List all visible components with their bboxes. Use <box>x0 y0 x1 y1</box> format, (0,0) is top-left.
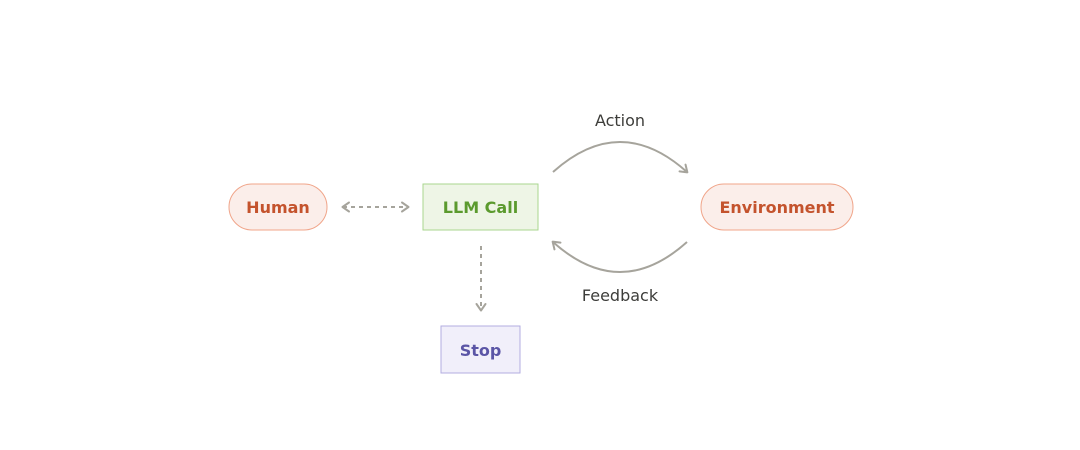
stop-node-shape <box>440 325 521 374</box>
feedback-label: Feedback <box>582 286 659 305</box>
environment-node: Environment <box>700 183 854 231</box>
llm-call-node-shape <box>422 183 539 231</box>
llm-call-node-label: LLM Call <box>443 198 518 217</box>
stop-node: Stop <box>440 325 521 374</box>
human-node: Human <box>228 183 328 231</box>
human-node-shape <box>228 183 328 231</box>
environment-node-label: Environment <box>719 198 834 217</box>
action-label: Action <box>595 111 645 130</box>
feedback-arrow <box>551 240 688 273</box>
action-arrow <box>552 141 689 174</box>
llm-call-node: LLM Call <box>422 183 539 231</box>
environment-node-shape <box>700 183 854 231</box>
stop-node-label: Stop <box>460 341 502 360</box>
human-node-label: Human <box>246 198 310 217</box>
